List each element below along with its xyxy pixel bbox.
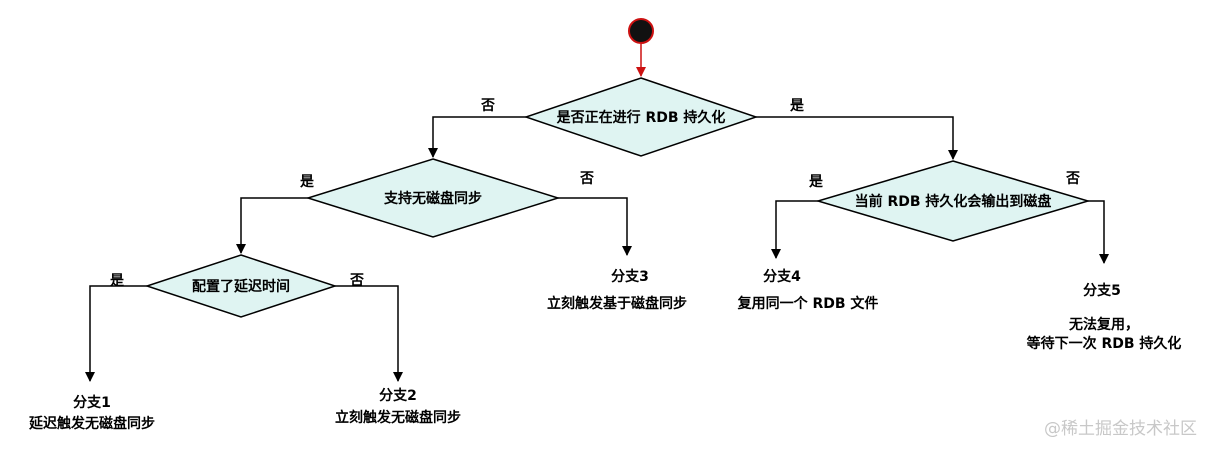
edge-d2-yes-label: 是 xyxy=(300,174,315,190)
branch-3-title: 分支3 xyxy=(611,268,649,285)
edge-d3-yes-label: 是 xyxy=(110,273,125,289)
decision-diskless-support-label: 支持无磁盘同步 xyxy=(383,190,482,207)
edge-d1-yes-label: 是 xyxy=(790,98,805,114)
edge-d3-yes xyxy=(85,285,147,382)
decision-rdb-in-progress-label: 是否正在进行 RDB 持久化 xyxy=(557,109,726,126)
branch-5-desc-line2: 等待下一次 RDB 持久化 xyxy=(1027,335,1182,352)
branch-3-desc: 立刻触发基于磁盘同步 xyxy=(547,295,687,312)
decision-rdb-to-disk-label: 当前 RDB 持久化会输出到磁盘 xyxy=(855,193,1052,210)
branch-2-desc: 立刻触发无磁盘同步 xyxy=(335,409,461,426)
branch-1-desc: 延迟触发无磁盘同步 xyxy=(28,415,155,432)
branch-4-desc: 复用同一个 RDB 文件 xyxy=(737,295,879,312)
edge-d2-yes xyxy=(236,197,308,254)
decision-delay-configured xyxy=(144,254,338,318)
edge-d1-no xyxy=(428,116,526,158)
decision-rdb-in-progress xyxy=(523,77,759,157)
edge-d4-yes xyxy=(771,200,818,259)
edge-d2-no xyxy=(558,197,632,256)
decision-diskless-support xyxy=(305,158,561,238)
edge-d4-no-label: 否 xyxy=(1065,171,1080,187)
edge-d4-no xyxy=(1088,200,1109,264)
branch-1-title: 分支1 xyxy=(73,394,111,411)
edge-d1-yes xyxy=(756,116,958,160)
edge-d2-no-label: 否 xyxy=(579,171,594,187)
branch-5-title: 分支5 xyxy=(1083,282,1121,299)
branch-2-title: 分支2 xyxy=(379,387,417,404)
branch-4-title: 分支4 xyxy=(763,268,801,285)
edge-d3-no xyxy=(335,285,403,382)
decision-rdb-to-disk xyxy=(815,160,1091,242)
decision-delay-configured-label: 配置了延迟时间 xyxy=(192,278,290,295)
edge-d1-no-label: 否 xyxy=(480,98,495,114)
branch-5-desc-line1: 无法复用， xyxy=(1068,316,1139,333)
start-node xyxy=(628,18,654,44)
edge-d3-no-label: 否 xyxy=(349,273,364,289)
watermark: @稀土掘金技术社区 xyxy=(1044,419,1197,439)
edge-d4-yes-label: 是 xyxy=(809,174,824,190)
